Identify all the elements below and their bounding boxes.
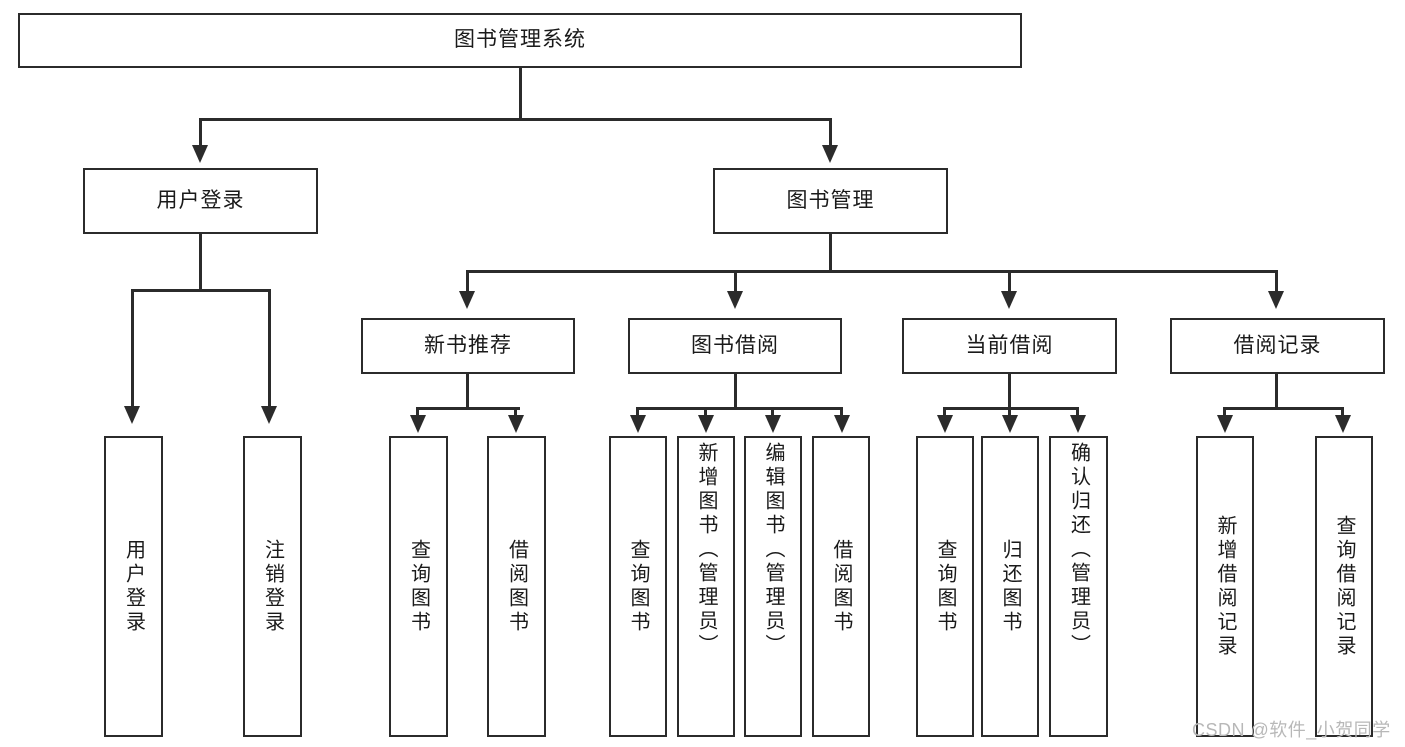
node-root-system[interactable]: 图书管理系统 <box>18 13 1022 68</box>
leaf-user-login[interactable]: 用户登录 <box>104 436 163 737</box>
node-label: 用户登录 <box>156 188 245 212</box>
connector-current-borrow-bar <box>943 407 1079 410</box>
leaf-borrow-book[interactable]: 借阅图书 <box>812 436 870 737</box>
arrow-book-borrow-to-leaf-1 <box>630 415 646 433</box>
connector-book-management-bar <box>466 270 1278 273</box>
node-current-borrow[interactable]: 当前借阅 <box>902 318 1117 374</box>
connector-current-borrow-to-leaf-3 <box>1076 407 1079 419</box>
connector-new-book-bar <box>416 407 520 410</box>
connector-book-management-stem <box>829 234 832 272</box>
leaf-borrow-book-recommend[interactable]: 借阅图书 <box>487 436 546 737</box>
connector-root-bar <box>199 118 832 121</box>
arrow-user-login-to-leaf-1 <box>124 406 140 424</box>
connector-current-borrow-to-leaf-2 <box>1008 407 1011 419</box>
arrow-root-to-book-management <box>822 145 838 163</box>
node-book-borrow[interactable]: 图书借阅 <box>628 318 842 374</box>
leaf-query-book-borrow[interactable]: 查询图书 <box>609 436 667 737</box>
leaf-user-logout[interactable]: 注销登录 <box>243 436 302 737</box>
node-label: 图书管理系统 <box>454 28 586 52</box>
node-label: 图书管理 <box>786 188 875 212</box>
connector-user-login-to-leaf-2 <box>268 289 271 409</box>
connector-borrow-record-bar <box>1223 407 1343 410</box>
arrow-new-book-to-leaf-2 <box>508 415 524 433</box>
leaf-add-borrow-record[interactable]: 新增借阅记录 <box>1196 436 1254 737</box>
arrow-root-to-user-login <box>192 145 208 163</box>
arrow-borrow-record-to-leaf-1 <box>1217 415 1233 433</box>
node-label: 注销登录 <box>261 538 284 635</box>
connector-root-to-user-login <box>199 118 202 148</box>
node-label: 用户登录 <box>122 538 145 635</box>
connector-root-stem <box>519 68 522 120</box>
connector-user-login-stem <box>199 234 202 292</box>
arrow-bm-to-borrow-record <box>1268 291 1284 309</box>
leaf-return-book[interactable]: 归还图书 <box>981 436 1039 737</box>
arrow-book-borrow-to-leaf-2 <box>698 415 714 433</box>
connector-borrow-record-stem <box>1275 374 1278 410</box>
arrow-current-borrow-to-leaf-1 <box>937 415 953 433</box>
connector-bm-to-borrow-record <box>1275 270 1278 294</box>
node-label: 新增借阅记录 <box>1214 514 1236 659</box>
node-label: 查询图书 <box>407 538 430 635</box>
leaf-confirm-return-admin[interactable]: 确认归还（管理员） <box>1049 436 1108 737</box>
node-label: 新增图书（管理员） <box>695 442 717 658</box>
node-label: 归还图书 <box>999 538 1021 635</box>
connector-user-login-to-leaf-1 <box>131 289 134 409</box>
connector-new-book-stem <box>466 374 469 410</box>
connector-borrow-record-to-leaf-2 <box>1341 407 1344 419</box>
arrow-user-login-to-leaf-2 <box>261 406 277 424</box>
arrow-current-borrow-to-leaf-2 <box>1002 415 1018 433</box>
node-new-book-recommend[interactable]: 新书推荐 <box>361 318 575 374</box>
connector-book-borrow-bar <box>636 407 843 410</box>
connector-current-borrow-stem <box>1008 374 1011 410</box>
arrow-book-borrow-to-leaf-4 <box>834 415 850 433</box>
node-label: 确认归还（管理员） <box>1067 442 1090 658</box>
connector-user-login-bar <box>131 289 271 292</box>
arrow-bm-to-new-book <box>459 291 475 309</box>
node-user-login[interactable]: 用户登录 <box>83 168 318 234</box>
connector-book-borrow-to-leaf-2 <box>704 407 707 419</box>
arrow-new-book-to-leaf-1 <box>410 415 426 433</box>
connector-book-borrow-stem <box>734 374 737 410</box>
leaf-add-book-admin[interactable]: 新增图书（管理员） <box>677 436 735 737</box>
connector-book-borrow-to-leaf-3 <box>771 407 774 419</box>
node-label: 新书推荐 <box>424 333 512 357</box>
node-label: 图书借阅 <box>691 333 779 357</box>
arrow-book-borrow-to-leaf-3 <box>765 415 781 433</box>
node-label: 借阅图书 <box>830 538 852 635</box>
connector-borrow-record-to-leaf-1 <box>1223 407 1226 419</box>
node-label: 当前借阅 <box>965 333 1054 357</box>
arrow-current-borrow-to-leaf-3 <box>1070 415 1086 433</box>
node-label: 查询借阅记录 <box>1333 514 1355 659</box>
leaf-edit-book-admin[interactable]: 编辑图书（管理员） <box>744 436 802 737</box>
connector-root-to-book-management <box>829 118 832 148</box>
node-label: 借阅图书 <box>505 538 528 635</box>
arrow-bm-to-current-borrow <box>1001 291 1017 309</box>
connector-bm-to-new-book <box>466 270 469 294</box>
connector-book-borrow-to-leaf-1 <box>636 407 639 419</box>
connector-book-borrow-to-leaf-4 <box>840 407 843 419</box>
leaf-query-book-current[interactable]: 查询图书 <box>916 436 974 737</box>
node-label: 借阅记录 <box>1233 333 1322 357</box>
connector-bm-to-current-borrow <box>1008 270 1011 294</box>
connector-new-book-to-leaf-1 <box>416 407 419 419</box>
leaf-query-book-recommend[interactable]: 查询图书 <box>389 436 448 737</box>
leaf-query-borrow-record[interactable]: 查询借阅记录 <box>1315 436 1373 737</box>
connector-current-borrow-to-leaf-1 <box>943 407 946 419</box>
node-book-management[interactable]: 图书管理 <box>713 168 948 234</box>
node-borrow-record[interactable]: 借阅记录 <box>1170 318 1385 374</box>
arrow-bm-to-book-borrow <box>727 291 743 309</box>
node-label: 编辑图书（管理员） <box>762 442 784 658</box>
connector-bm-to-book-borrow <box>734 270 737 294</box>
arrow-borrow-record-to-leaf-2 <box>1335 415 1351 433</box>
watermark-csdn: CSDN @软件_小贺同学 <box>1192 720 1391 740</box>
connector-new-book-to-leaf-2 <box>514 407 517 419</box>
node-label: 查询图书 <box>627 538 649 635</box>
node-label: 查询图书 <box>934 538 956 635</box>
